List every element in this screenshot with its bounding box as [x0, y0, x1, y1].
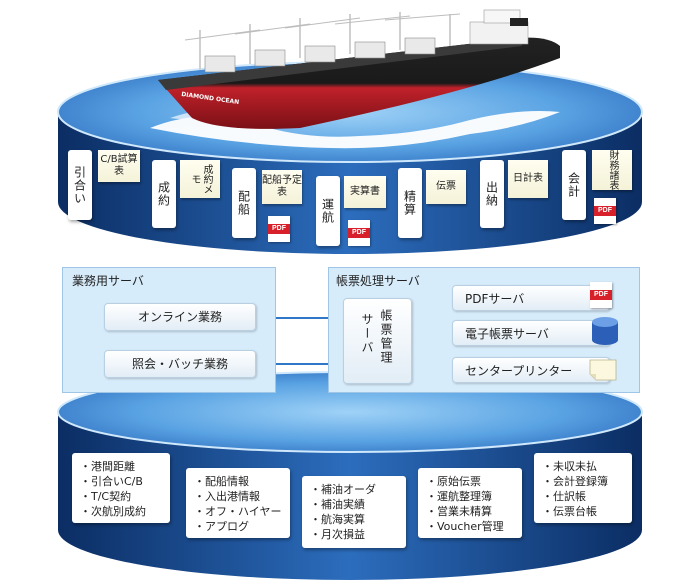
business-server-title: 業務用サーバ [72, 274, 144, 288]
doc-zaimu-shohyo: 財務諸表 [592, 150, 632, 190]
doc-nikkeihyo: 日計表 [508, 160, 548, 198]
list-item: ・次航別成約 [80, 505, 146, 518]
form-manager-label-1: 帳票管理 [379, 309, 393, 365]
label-hikiai: 引合い [68, 150, 92, 220]
data-list-5: ・未収未払 ・会計登録簿 ・仕訳帳 ・伝票台帳 [534, 453, 632, 523]
list-item: ・引合いC/B [80, 475, 143, 488]
list-item: ・運航整理簿 [426, 490, 492, 503]
list-item: ・アプログ [194, 520, 249, 533]
list-item: ・伝票台帳 [542, 505, 597, 518]
label-unko: 運航 [316, 176, 340, 246]
list-item: ・補油オーダ [310, 483, 376, 496]
label-haisen: 配船 [232, 168, 256, 238]
label-seisan: 精算 [398, 168, 422, 238]
label-seiyaku: 成約 [152, 160, 176, 228]
doc-haisen-yoteihyo: 配船予定表 [262, 170, 302, 204]
list-item: ・未収未払 [542, 460, 597, 473]
doc-jitsusansho: 実算書 [344, 176, 386, 208]
batch-business-item: 照会・バッチ業務 [104, 350, 256, 378]
list-item: ・営業未精算 [426, 505, 492, 518]
doc-denpyo: 伝票 [426, 170, 466, 204]
paper-icon [589, 359, 617, 381]
e-form-server-item: 電子帳票サーバ [452, 320, 610, 346]
label-kaikei: 会計 [562, 150, 586, 220]
list-item: ・Voucher管理 [426, 520, 504, 533]
list-item: ・港間距離 [80, 460, 135, 473]
doc-seiyaku-memo: 成約メモ [180, 160, 220, 198]
pdf-icon: PDF [590, 282, 612, 308]
pdf-icon: PDF [348, 220, 370, 246]
list-item: ・入出港情報 [194, 490, 260, 503]
data-list-4: ・原始伝票 ・運航整理簿 ・営業未精算 ・Voucher管理 [418, 468, 522, 538]
list-item: ・オフ・ハイヤー [194, 505, 282, 518]
ship-illustration [158, 9, 560, 129]
form-manager-server: 帳票管理 サーバ [343, 298, 412, 384]
data-list-1: ・港間距離 ・引合いC/B ・T/C契約 ・次航別成約 [72, 453, 170, 523]
list-item: ・航海実算 [310, 513, 365, 526]
data-list-2: ・配船情報 ・入出港情報 ・オフ・ハイヤー ・アプログ [186, 468, 290, 538]
list-item: ・原始伝票 [426, 475, 481, 488]
pdf-server-item: PDFサーバ [452, 285, 610, 311]
pdf-icon: PDF [594, 198, 616, 224]
database-icon [592, 317, 618, 345]
pdf-icon: PDF [268, 216, 290, 242]
data-list-3: ・補油オーダ ・補油実績 ・航海実算 ・月次損益 [302, 476, 406, 548]
list-item: ・T/C契約 [80, 490, 132, 503]
list-item: ・補油実績 [310, 498, 365, 511]
doc-cb-shisanhyo: C/B試算表 [98, 150, 140, 182]
list-item: ・仕訳帳 [542, 490, 586, 503]
list-item: ・会計登録簿 [542, 475, 608, 488]
center-printer-item: センタープリンター [452, 357, 610, 383]
list-item: ・月次損益 [310, 528, 365, 541]
form-server-title: 帳票処理サーバ [336, 274, 420, 288]
list-item: ・配船情報 [194, 475, 249, 488]
online-business-item: オンライン業務 [104, 303, 256, 331]
label-suitou: 出納 [480, 160, 504, 228]
form-manager-label-2: サーバ [360, 313, 374, 355]
